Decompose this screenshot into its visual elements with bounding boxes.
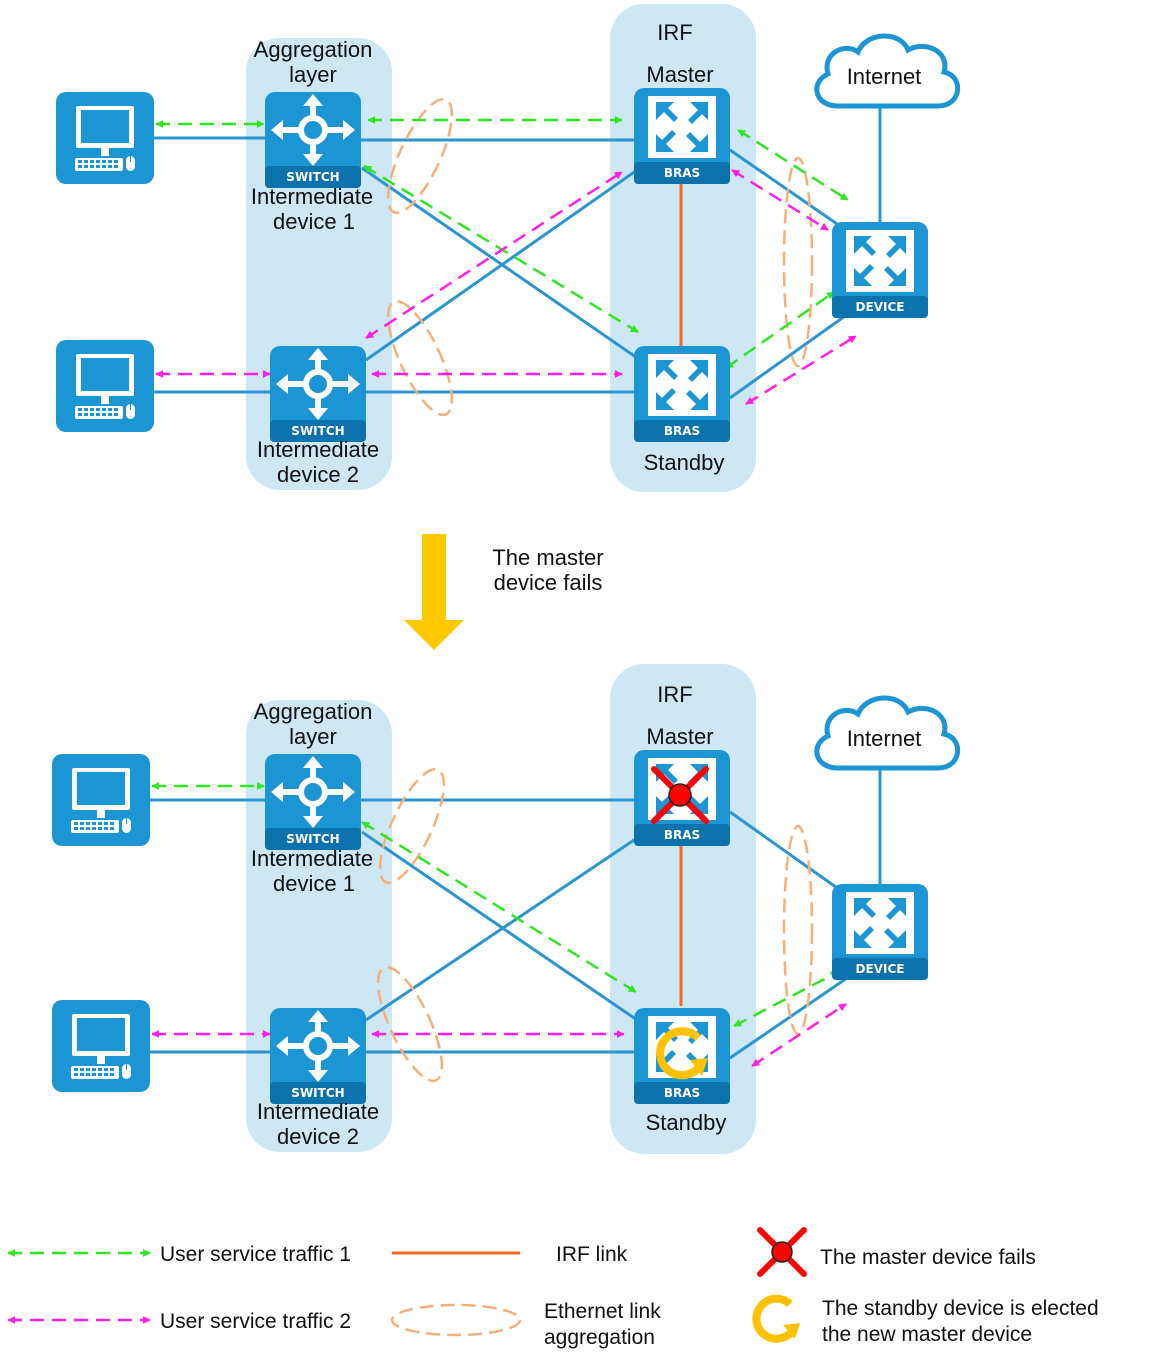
legend-fail-label: The master device fails xyxy=(820,1246,1036,1269)
master-label: Master xyxy=(646,62,713,87)
down-arrow-icon xyxy=(404,534,464,650)
device-badge: BRAS xyxy=(664,1086,700,1100)
router-icon: BRAS xyxy=(634,1008,730,1104)
legend-fail-icon xyxy=(757,1227,807,1277)
transition: The master device fails xyxy=(404,534,604,650)
legend-aggregation-label: Ethernet link xyxy=(544,1300,661,1323)
bottom-diagram: SWITCH SWITCH BRAS BRAS DEVICE xyxy=(51,664,958,1154)
device-badge: SWITCH xyxy=(286,832,339,846)
master-label: Master xyxy=(646,724,713,749)
irf-label: IRF xyxy=(657,20,692,45)
legend-elect-label: The standby device is elected xyxy=(822,1297,1099,1320)
top-diagram: SWITCH SWITCH BRAS BRAS DEVICE Aggregati… xyxy=(55,4,958,492)
router-icon: DEVICE xyxy=(832,884,928,980)
device-name-label: Intermediate xyxy=(251,846,373,871)
device-badge: BRAS xyxy=(664,166,700,180)
computer-icon xyxy=(51,999,151,1093)
switch-icon: SWITCH xyxy=(265,92,361,188)
switch-icon: SWITCH xyxy=(270,1008,366,1104)
device-name-label: Intermediate xyxy=(257,1099,379,1124)
internet-label: Internet xyxy=(847,64,922,89)
standby-label: Standby xyxy=(646,1110,727,1135)
computer-icon xyxy=(51,753,151,847)
legend-aggregation-label: aggregation xyxy=(544,1326,655,1349)
router-icon: BRAS xyxy=(634,750,730,846)
switch-icon: SWITCH xyxy=(265,754,361,850)
irf-label: IRF xyxy=(657,682,692,707)
fail-icon xyxy=(651,766,709,824)
device-name-label: Intermediate xyxy=(257,437,379,462)
router-icon: BRAS xyxy=(634,346,730,442)
aggregation-label: layer xyxy=(289,724,337,749)
computer-icon xyxy=(55,339,155,433)
device-name-label: device 2 xyxy=(277,1124,359,1149)
legend-aggregation-swatch xyxy=(390,1303,522,1337)
elect-icon xyxy=(656,1027,708,1080)
traffic-2 xyxy=(155,168,857,406)
traffic-2 xyxy=(151,1002,847,1068)
device-name-label: Intermediate xyxy=(251,184,373,209)
legend-irf-label: IRF link xyxy=(556,1243,628,1266)
legend-elect-label: the new master device xyxy=(822,1323,1032,1346)
device-badge: SWITCH xyxy=(291,424,344,438)
aggregation-label: Aggregation xyxy=(254,37,373,62)
legend-traffic2-label: User service traffic 2 xyxy=(160,1310,351,1333)
legend: User service traffic 1 User service traf… xyxy=(7,1227,1099,1349)
legend-elect-icon xyxy=(752,1294,800,1343)
switch-icon: SWITCH xyxy=(270,346,366,442)
router-icon: DEVICE xyxy=(832,222,928,318)
router-icon: BRAS xyxy=(634,88,730,184)
device-name-label: device 2 xyxy=(277,462,359,487)
transition-label: device fails xyxy=(494,570,603,595)
legend-traffic1-label: User service traffic 1 xyxy=(160,1243,351,1266)
device-badge: BRAS xyxy=(664,424,700,438)
traffic-1 xyxy=(151,782,839,1028)
internet-label: Internet xyxy=(847,726,922,751)
transition-label: The master xyxy=(492,545,603,570)
aggregation-label: layer xyxy=(289,62,337,87)
standby-label: Standby xyxy=(644,450,725,475)
device-badge: SWITCH xyxy=(286,170,339,184)
device-name-label: device 1 xyxy=(273,209,355,234)
device-badge: BRAS xyxy=(664,828,700,842)
device-badge: DEVICE xyxy=(856,962,905,976)
computer-icon xyxy=(55,91,155,185)
device-badge: DEVICE xyxy=(856,300,905,314)
device-badge: SWITCH xyxy=(291,1086,344,1100)
device-name-label: device 1 xyxy=(273,871,355,896)
aggregation-label: Aggregation xyxy=(254,699,373,724)
